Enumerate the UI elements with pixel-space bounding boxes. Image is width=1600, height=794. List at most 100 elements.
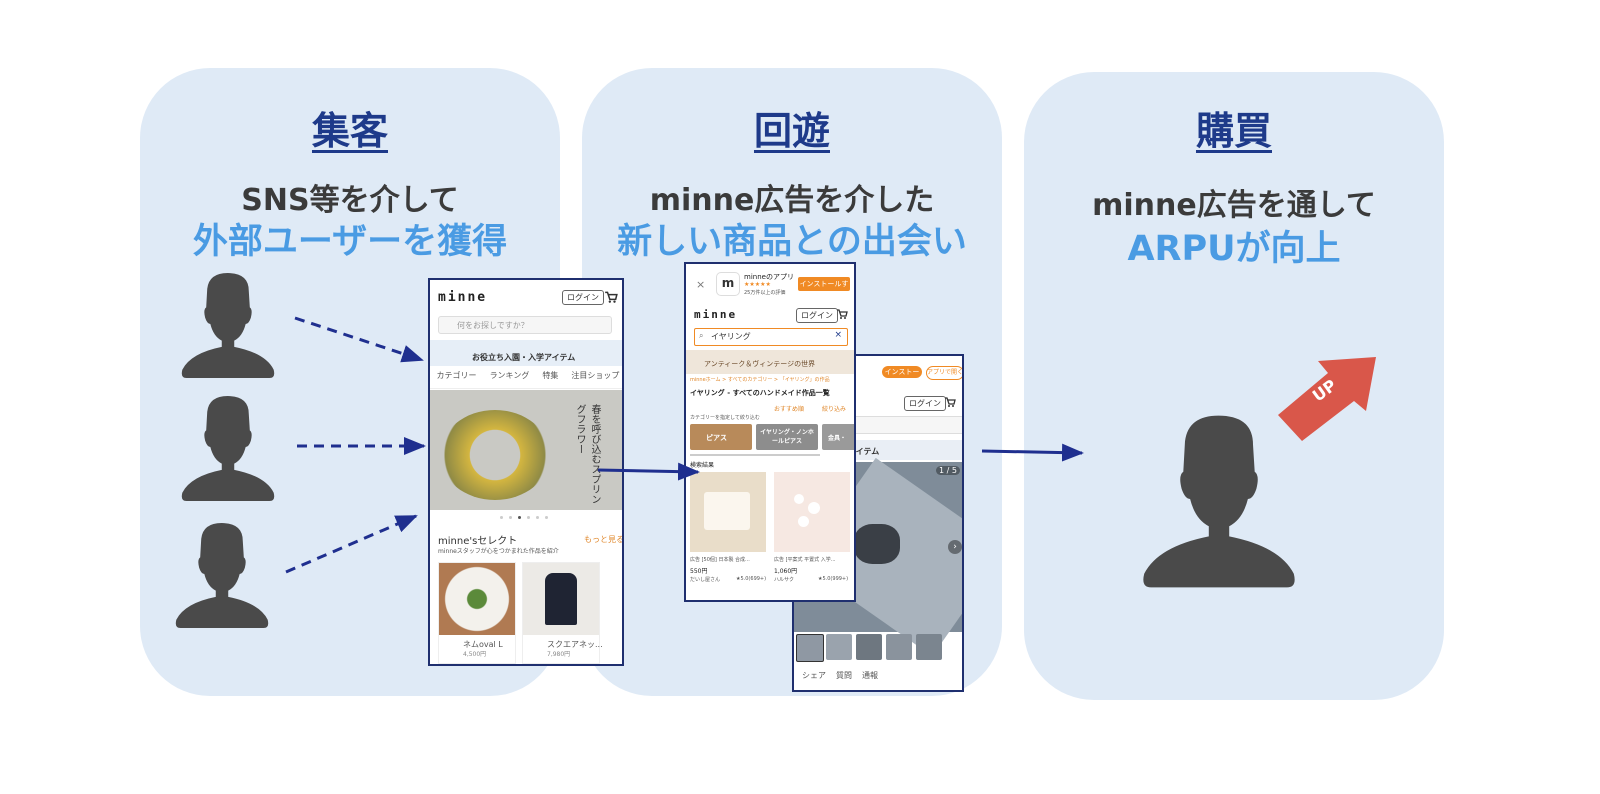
phone-screen-home: minne ログイン 何をお探しですか？ お役立ち入園・入学アイテム カテゴリー… xyxy=(428,278,624,666)
dashed-arrow xyxy=(285,514,418,574)
panel-title: 購買 xyxy=(1195,109,1272,153)
panel-purchase-text: 購買 minne広告を通して ARPUが向上 xyxy=(1024,0,1444,300)
app-stars-icon: ★★★★★ xyxy=(744,281,771,288)
phone-screen-search: × m minneのアプリ ★★★★★ 25万件以上の評価 インストールする m… xyxy=(684,262,856,602)
image-counter: 1 / 5 xyxy=(936,466,960,475)
banner-text: アンティーク＆ヴィンテージの世界 xyxy=(704,360,816,368)
dashed-arrow xyxy=(294,316,424,363)
panel-purchase xyxy=(1024,72,1444,700)
section-title: minne'sセレクト xyxy=(438,536,518,547)
clear-icon[interactable]: × xyxy=(834,330,842,340)
filter-button[interactable]: 絞り込み xyxy=(822,406,847,413)
category-chip[interactable]: イヤリング・ノンホールピアス xyxy=(756,424,818,450)
product-rating: ★5.0(999+) xyxy=(818,576,849,582)
install-button[interactable]: インストール xyxy=(882,366,922,388)
carousel-dots[interactable] xyxy=(500,516,548,519)
panel-title: 回遊 xyxy=(753,109,830,153)
close-icon[interactable]: × xyxy=(696,278,706,291)
tab-ranking[interactable]: ランキング xyxy=(489,371,530,380)
banner[interactable]: アンティーク＆ヴィンテージの世界 xyxy=(686,350,854,374)
open-app-button[interactable]: アプリで開く xyxy=(926,366,962,380)
search-icon: ⌕ xyxy=(699,331,704,340)
results-label: 検索結果 xyxy=(690,462,715,469)
product-rating: ★5.0(699+) xyxy=(736,576,767,582)
ad-label: 広告 xyxy=(690,557,701,563)
product-card[interactable]: スクエアネッ... 7,980円 xyxy=(522,562,603,664)
chip-label: ピアス xyxy=(706,434,727,442)
install-button[interactable]: インストールする xyxy=(798,277,850,302)
report-action[interactable]: 通報 xyxy=(862,671,878,680)
tab-category[interactable]: カテゴリー xyxy=(436,371,477,380)
more-link[interactable]: もっと見る xyxy=(584,535,624,544)
tab-shops[interactable]: 注目ショップ xyxy=(571,371,620,380)
minne-logo: minne xyxy=(694,308,738,321)
up-arrow-icon xyxy=(1278,357,1376,441)
share-action[interactable]: シェア xyxy=(802,671,826,680)
cart-icon[interactable] xyxy=(944,396,956,408)
ad-label: 広告 xyxy=(774,557,785,563)
chip-label: 金具・ xyxy=(828,435,847,442)
flow-arrow xyxy=(981,443,1084,462)
panel-line2: 外部ユーザーを獲得 xyxy=(192,222,508,262)
question-action[interactable]: 質問 xyxy=(836,671,852,680)
minne-logo: minne xyxy=(438,290,488,305)
hero-text: 春を呼び込むスプリングフラワー xyxy=(574,404,600,504)
category-chip[interactable]: 金具・ xyxy=(822,424,854,450)
app-icon: m xyxy=(716,272,740,296)
chip-label: イヤリング・ノンホールピアス xyxy=(760,429,814,445)
panel-line1: SNS等を介して xyxy=(241,183,459,218)
app-name: minneのアプリ xyxy=(744,273,794,281)
category-chip[interactable]: ピアス xyxy=(690,424,752,450)
action-bar: シェア 質問 通報 xyxy=(802,670,878,681)
product-name: スクエアネッ... xyxy=(547,640,603,649)
panel-line1: minne広告を介した xyxy=(649,183,935,218)
section-subtitle: minneスタッフが心をつかまれた作品を紹介 xyxy=(438,548,559,555)
breadcrumb[interactable]: minneホーム > すべてのカテゴリー > 「イヤリング」の作品 xyxy=(690,377,830,383)
panel-line2: 新しい商品との出会い xyxy=(617,222,967,262)
app-rating-text: 25万件以上の評価 xyxy=(744,290,786,296)
banner[interactable]: お役立ち入園・入学アイテム xyxy=(430,340,622,366)
product-price: 550円 xyxy=(690,568,708,575)
product-name: [平案式 平置式 入学... xyxy=(785,557,836,563)
panel-line1: minne広告を通して xyxy=(1092,188,1376,223)
tab-feature[interactable]: 特集 xyxy=(542,371,559,380)
product-shop: ハルサク xyxy=(774,577,795,583)
product-name: ネムoval L xyxy=(463,640,503,649)
panel-acquisition-text: 集客 SNS等を介して 外部ユーザーを獲得 xyxy=(140,0,560,300)
search-input[interactable]: ⌕ イヤリング × xyxy=(694,328,848,346)
product-name: [50個] 日本製 合成... xyxy=(701,557,750,563)
search-input[interactable]: 何をお探しですか？ xyxy=(438,316,612,334)
panel-line2: ARPUが向上 xyxy=(1127,229,1341,269)
hero-image[interactable]: 春を呼び込むスプリングフラワー xyxy=(430,390,622,510)
product-card[interactable]: ネムoval L 4,500円 xyxy=(438,562,516,664)
panel-browsing-text: 回遊 minne広告を介した 新しい商品との出会い xyxy=(570,0,1014,300)
panel-title: 集客 xyxy=(311,109,388,153)
product-card[interactable]: 広告 [50個] 日本製 合成... 550円 だいし屋さん ★5.0(699+… xyxy=(690,472,768,600)
buyer-icon xyxy=(1143,415,1295,588)
search-placeholder: 何をお探しですか？ xyxy=(457,321,529,330)
sort-select[interactable]: おすすめ順 xyxy=(774,406,805,413)
results-heading: イヤリング - すべてのハンドメイド作品一覧 xyxy=(690,389,830,397)
product-price: 1,060円 xyxy=(774,568,798,575)
category-hint: カテゴリーを指定して絞り込む xyxy=(690,415,760,421)
login-button[interactable]: ログイン xyxy=(904,396,946,411)
flow-arrow xyxy=(597,462,700,481)
cart-icon[interactable] xyxy=(836,308,848,320)
login-button[interactable]: ログイン xyxy=(796,308,838,323)
product-price: 7,980円 xyxy=(547,651,571,658)
tab-bar: カテゴリー ランキング 特集 注目ショップ xyxy=(430,370,622,389)
thumbnail-strip[interactable] xyxy=(794,632,962,662)
product-shop: だいし屋さん xyxy=(690,577,721,583)
product-card[interactable]: 広告 [平案式 平置式 入学... 1,060円 ハルサク ★5.0(999+) xyxy=(774,472,852,600)
next-arrow-icon[interactable]: › xyxy=(948,540,962,554)
cart-icon[interactable] xyxy=(604,290,618,304)
user-icon xyxy=(181,273,275,378)
login-button[interactable]: ログイン xyxy=(562,290,604,305)
user-icon xyxy=(175,523,269,628)
product-price: 4,500円 xyxy=(463,651,487,658)
banner-text: お役立ち入園・入学アイテム xyxy=(472,353,576,362)
user-icon xyxy=(181,396,275,501)
up-arrow-badge: UP xyxy=(1270,345,1390,445)
search-value: イヤリング xyxy=(711,332,751,341)
